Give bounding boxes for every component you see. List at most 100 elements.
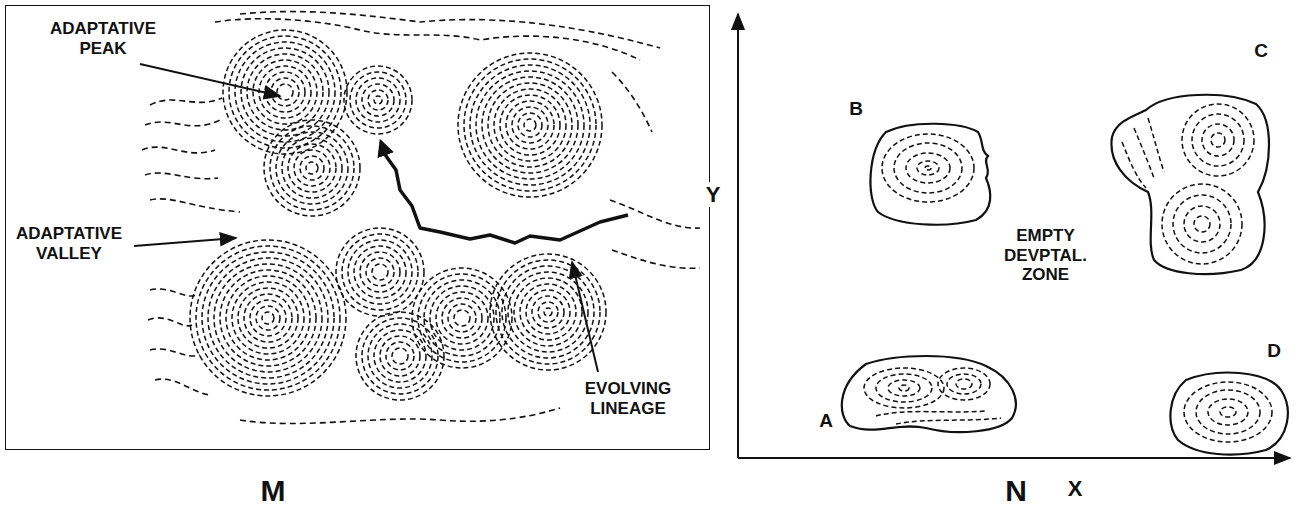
label-holder: M — [250, 474, 296, 509]
contour-line — [240, 408, 560, 424]
contour-ring — [336, 228, 424, 316]
contour-ring — [538, 302, 558, 322]
contour-ring — [362, 84, 394, 116]
label-holder: B — [844, 98, 868, 120]
zone-contour — [899, 385, 909, 391]
contour-ring — [360, 252, 400, 292]
contour-ring — [512, 107, 548, 143]
contour-ring — [244, 294, 292, 342]
zone-contour — [876, 411, 986, 416]
contour-ring — [502, 266, 594, 358]
contour-ring — [306, 162, 318, 174]
contour-ring — [366, 258, 394, 286]
contour-ring — [208, 258, 328, 378]
contour-ring — [544, 308, 552, 316]
contour-ring — [238, 288, 298, 348]
contour-ring — [524, 119, 536, 131]
contour-ring — [356, 78, 400, 122]
x-axis — [738, 457, 1290, 459]
callout-label: ADAPTATIVE VALLEY — [9, 224, 129, 263]
contour-line — [612, 250, 700, 268]
contour-ring — [232, 282, 304, 354]
contour-ring — [354, 246, 406, 298]
zone-letter: B — [848, 98, 864, 120]
lineage-path — [381, 142, 628, 243]
zone-contour — [876, 374, 932, 402]
contour-ring — [392, 348, 408, 364]
zone-contour — [1202, 124, 1234, 156]
zone-contour — [1173, 195, 1231, 253]
zone-contour — [917, 161, 939, 175]
zone-contour — [1220, 407, 1236, 417]
contour-ring — [356, 312, 444, 400]
contour-ring — [348, 240, 412, 304]
contour-ring — [458, 53, 602, 197]
contour-ring — [526, 290, 570, 334]
contour-ring — [500, 95, 560, 155]
contour-ring — [250, 300, 286, 336]
label-holder: C — [1249, 40, 1273, 62]
contour-ring — [494, 89, 566, 161]
contour-ring — [350, 72, 406, 128]
contour-ring — [372, 264, 388, 280]
contour-ring — [265, 72, 305, 112]
callout-label: EVOLVING LINEAGE — [572, 379, 684, 418]
contour-line — [145, 120, 220, 126]
zone-contour — [1122, 142, 1146, 188]
label-holder: EMPTY DEVPTAL. ZONE — [993, 226, 1098, 285]
axis-label: Y — [705, 182, 722, 207]
contour-ring — [271, 78, 299, 106]
zone-border — [870, 124, 990, 225]
label-holder: A — [814, 410, 838, 432]
contour-ring — [442, 298, 482, 338]
zone-outline — [1166, 370, 1292, 454]
contour-ring — [374, 330, 426, 382]
contour-line — [150, 98, 222, 105]
zone-contour — [1192, 114, 1244, 166]
outer-contours — [142, 12, 700, 424]
contour-ring — [362, 318, 438, 394]
contour-ring — [277, 84, 293, 100]
leader-arrow — [134, 238, 236, 246]
contour-ring — [270, 126, 354, 210]
zone-contour — [1211, 133, 1225, 147]
zone-letter: C — [1253, 40, 1269, 62]
contour-ring — [202, 252, 334, 384]
label-holder: ADAPTATIVE PEAK — [43, 19, 163, 58]
contour-line — [148, 318, 192, 326]
contour-ring — [506, 101, 554, 149]
contour-ring — [294, 150, 330, 186]
contour-line — [612, 72, 652, 132]
contour-ring — [514, 278, 582, 346]
zone-contour — [896, 418, 1001, 424]
contour-ring — [518, 113, 542, 137]
contour-ring — [424, 280, 500, 356]
zone-contour — [1162, 184, 1242, 264]
zone-contour — [938, 368, 990, 400]
panel-letter: M — [260, 474, 287, 509]
axis-label: X — [1067, 476, 1084, 501]
contour-ring — [196, 246, 340, 390]
y-axis — [737, 14, 739, 458]
zone-contour — [906, 153, 950, 183]
zone-contour — [1194, 216, 1210, 232]
contour-ring — [282, 138, 342, 198]
contour-ring — [288, 144, 336, 192]
contour-ring — [342, 234, 418, 310]
contour-line — [610, 200, 700, 228]
contour-ring — [374, 96, 382, 104]
contour-ring — [448, 304, 476, 332]
contour-ring — [386, 342, 414, 370]
zone-contour — [1182, 104, 1254, 176]
contour-line — [142, 147, 215, 153]
contour-ring — [235, 42, 335, 142]
contour-line — [215, 19, 640, 60]
contour-lines — [190, 30, 606, 400]
contour-ring — [368, 324, 432, 388]
zone-contour — [1196, 390, 1260, 434]
contour-ring — [214, 264, 322, 372]
contour-ring — [508, 272, 588, 352]
zone-contour — [894, 143, 962, 193]
label-holder: D — [1262, 340, 1286, 362]
label-holder: Y — [700, 182, 726, 207]
